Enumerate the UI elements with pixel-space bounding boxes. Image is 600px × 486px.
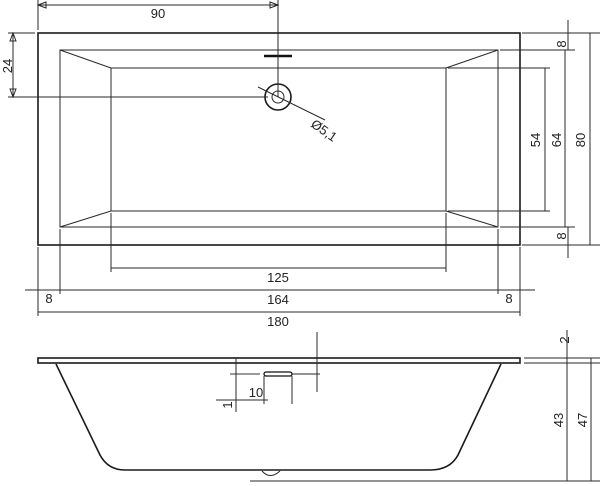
side-drain-outline [261, 470, 281, 476]
dim-label-180: 180 [267, 314, 289, 329]
dim-line-diameter [257, 86, 326, 121]
overflow-side-slot [263, 371, 293, 377]
bottom-dimension-lines [25, 267, 535, 313]
dim-label-43: 43 [551, 413, 566, 427]
bottom-extension-lines [37, 213, 521, 316]
dim-label-rim-right: 8 [505, 291, 512, 306]
dim-label-rim-bottom: 8 [554, 232, 569, 239]
dim-label-rim-thickness: 2 [557, 336, 572, 343]
side-rim-outline [37, 357, 521, 364]
plan-view: 90 24 Ø5,1 8 54 64 80 8 125 8 164 8 180 [0, 0, 600, 329]
dim-label-164: 164 [267, 292, 289, 307]
dim-line-90 [36, 0, 280, 97]
dim-label-90: 90 [151, 6, 165, 21]
dim-label-rim-left: 8 [45, 291, 52, 306]
dim-label-47: 47 [575, 413, 590, 427]
dim-line-24 [8, 31, 268, 99]
dim-label-overflow-height: 1 [220, 401, 235, 408]
dim-label-overflow-width: 10 [249, 385, 263, 400]
dim-label-54: 54 [528, 133, 543, 147]
right-extension-lines [448, 32, 600, 246]
dim-label-24: 24 [0, 59, 15, 73]
dim-label-64: 64 [549, 133, 564, 147]
right-height-dimension-lines [250, 330, 600, 482]
dim-label-diameter: Ø5,1 [308, 116, 340, 144]
inner-rim-outline [59, 49, 499, 228]
right-dimension-lines [544, 20, 591, 258]
outer-rim-outline [37, 32, 521, 246]
dim-label-80: 80 [573, 133, 588, 147]
side-view: 1 10 2 43 47 [37, 330, 600, 482]
side-body-outline [55, 363, 502, 471]
dim-label-125: 125 [267, 270, 289, 285]
basin-corner-lines [59, 49, 499, 228]
dim-label-rim-top: 8 [554, 40, 569, 47]
overflow-dimension-lines [216, 332, 320, 412]
